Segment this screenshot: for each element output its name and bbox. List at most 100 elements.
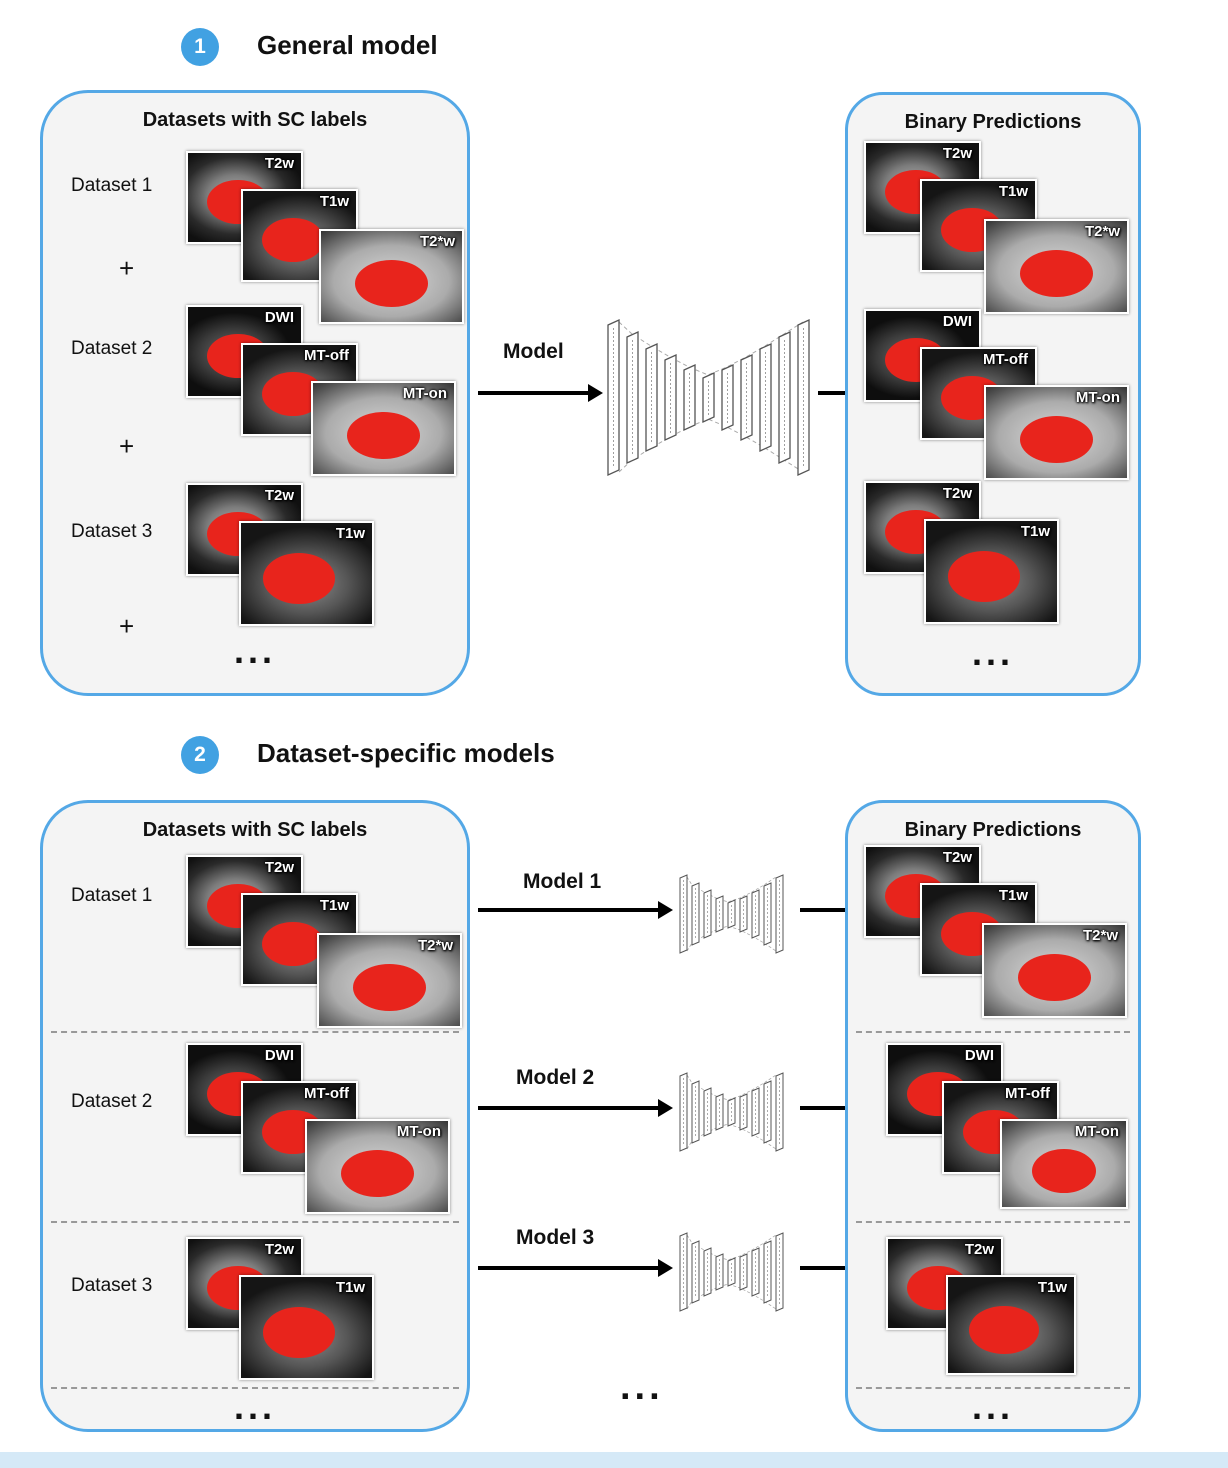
dataset-3-label: Dataset 3 [71, 521, 153, 542]
step-1-badge: 1 [181, 28, 219, 66]
mri-thumb-mton: MT-on [311, 381, 456, 476]
mri-modality-label: T2w [264, 859, 294, 876]
dataset-3-label: Dataset 3 [71, 1275, 153, 1296]
dashed-divider [856, 1387, 1130, 1389]
sc-segmentation-overlay [263, 553, 336, 604]
sc-segmentation-overlay [346, 412, 421, 460]
section2-datasets-panel: Datasets with SC labels Dataset 1 T2w T1… [40, 800, 470, 1432]
mri-modality-label: T2w [942, 485, 972, 502]
bottom-strip [0, 1452, 1228, 1468]
mri-modality-label: T2w [264, 155, 294, 172]
unet-model-icon [607, 319, 810, 476]
mri-modality-label: DWI [264, 309, 294, 326]
sc-prediction-overlay [969, 1305, 1039, 1354]
dashed-divider [51, 1221, 459, 1223]
arrow-right-icon [478, 384, 603, 402]
mri-modality-label: T2w [942, 145, 972, 162]
sc-prediction-overlay [1019, 250, 1094, 298]
mri-pred-t2sw: T2*w [982, 923, 1127, 1018]
mri-modality-label: T2*w [1084, 223, 1120, 240]
mri-modality-label: MT-on [402, 385, 447, 402]
mri-modality-label: T1w [998, 183, 1028, 200]
model-3-label: Model 3 [516, 1226, 595, 1249]
unet-model-1-icon [679, 874, 784, 954]
dashed-divider [856, 1221, 1130, 1223]
mri-modality-label: MT-off [1005, 1085, 1050, 1102]
mri-modality-label: DWI [942, 313, 972, 330]
section2-predictions-panel: Binary Predictions T2w T1w T2*w DWI MT-o… [845, 800, 1141, 1432]
mri-modality-label: T2w [264, 487, 294, 504]
mri-pred-t2sw: T2*w [984, 219, 1129, 314]
mri-modality-label: T2*w [1082, 927, 1118, 944]
more-datasets-ellipsis: ... [233, 1386, 276, 1427]
sc-prediction-overlay [1017, 954, 1092, 1002]
unet-model-3-icon [679, 1232, 784, 1312]
mri-modality-label: T1w [319, 193, 349, 210]
dataset-2-label: Dataset 2 [71, 1091, 153, 1112]
section2-datasets-header: Datasets with SC labels [142, 819, 368, 841]
section1-datasets-panel: Datasets with SC labels Dataset 1 T2w T1… [40, 90, 470, 696]
mri-modality-label: MT-off [304, 347, 349, 364]
section1-predictions-panel: Binary Predictions T2w T1w T2*w DWI MT-o… [845, 92, 1141, 696]
sc-segmentation-overlay [262, 217, 325, 263]
sc-segmentation-overlay [354, 260, 429, 308]
mri-thumb-mton: MT-on [305, 1119, 450, 1214]
mri-modality-label: T2w [942, 849, 972, 866]
section1-predictions-header: Binary Predictions [904, 111, 1082, 133]
mri-pred-mton: MT-on [1000, 1119, 1128, 1209]
model-2-label: Model 2 [516, 1066, 595, 1089]
plus-sign: + [119, 611, 135, 641]
mri-thumb-t1w: T1w [239, 521, 374, 626]
section2-predictions-header: Binary Predictions [904, 819, 1082, 841]
sc-segmentation-overlay [340, 1150, 415, 1198]
sc-segmentation-overlay [352, 964, 427, 1012]
dataset-1-label: Dataset 1 [71, 885, 153, 906]
unet-model-2-icon [679, 1072, 784, 1152]
sc-segmentation-overlay [262, 921, 325, 967]
mri-modality-label: T1w [1037, 1279, 1067, 1296]
mri-thumb-t2sw: T2*w [319, 229, 464, 324]
sc-prediction-overlay [1031, 1148, 1097, 1194]
mri-modality-label: MT-on [396, 1123, 441, 1140]
section1-datasets-header: Datasets with SC labels [142, 109, 368, 131]
mri-modality-label: T1w [319, 897, 349, 914]
mri-modality-label: T1w [998, 887, 1028, 904]
mri-modality-label: DWI [964, 1047, 994, 1064]
mri-modality-label: MT-off [983, 351, 1028, 368]
plus-sign: + [119, 253, 135, 283]
mri-thumb-t2sw: T2*w [317, 933, 462, 1028]
mri-thumb-t1w: T1w [241, 893, 358, 986]
mri-modality-label: T2w [264, 1241, 294, 1258]
mri-modality-label: T1w [335, 1279, 365, 1296]
step-2-badge: 2 [181, 736, 219, 774]
more-predictions-ellipsis: ... [971, 632, 1014, 673]
mri-modality-label: T2*w [419, 233, 455, 250]
dataset-2-label: Dataset 2 [71, 338, 153, 359]
model-1-label: Model 1 [523, 870, 602, 893]
dashed-divider [51, 1387, 459, 1389]
arrow-right-icon [478, 1259, 673, 1277]
mri-modality-label: DWI [264, 1047, 294, 1064]
sc-prediction-overlay [1019, 416, 1094, 464]
more-models-ellipsis: ... [620, 1366, 664, 1408]
mri-modality-label: T1w [335, 525, 365, 542]
dataset-1-label: Dataset 1 [71, 175, 153, 196]
mri-modality-label: MT-on [1075, 389, 1120, 406]
plus-sign: + [119, 431, 135, 461]
section2-title: Dataset-specific models [257, 738, 555, 768]
arrow-right-icon [478, 901, 673, 919]
arrow-right-icon [478, 1099, 673, 1117]
mri-modality-label: T2*w [417, 937, 453, 954]
dashed-divider [856, 1031, 1130, 1033]
sc-prediction-overlay [948, 551, 1021, 602]
mri-modality-label: MT-on [1074, 1123, 1119, 1140]
more-predictions-ellipsis: ... [971, 1386, 1014, 1427]
dashed-divider [51, 1031, 459, 1033]
mri-thumb-t1w: T1w [239, 1275, 374, 1380]
mri-pred-mton: MT-on [984, 385, 1129, 480]
mri-modality-label: T2w [964, 1241, 994, 1258]
more-datasets-ellipsis: ... [233, 630, 276, 671]
mri-pred-t1w: T1w [924, 519, 1059, 624]
mri-pred-t1w: T1w [946, 1275, 1076, 1375]
